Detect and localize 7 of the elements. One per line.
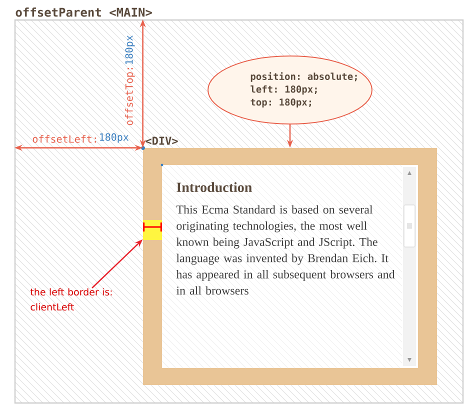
- area-title: offsetParent <MAIN>: [16, 8, 152, 17]
- body-text: This Ecma Standard is based on several originating technologies, the most well known being JavaScript and JScript. The language was invented by Brendan Eich. It has appeared in all subsequent browsers and in all browsers: [176, 205, 395, 295]
- dimension-label: offsetTop: 180px: [125, 35, 135, 126]
- callout-text: the left border is: clientLeft: [30, 288, 112, 311]
- dimension-label: offsetLeft: 180px: [32, 133, 129, 143]
- heading: Introduction: [176, 182, 252, 192]
- element-label: <DIV>: [146, 136, 178, 145]
